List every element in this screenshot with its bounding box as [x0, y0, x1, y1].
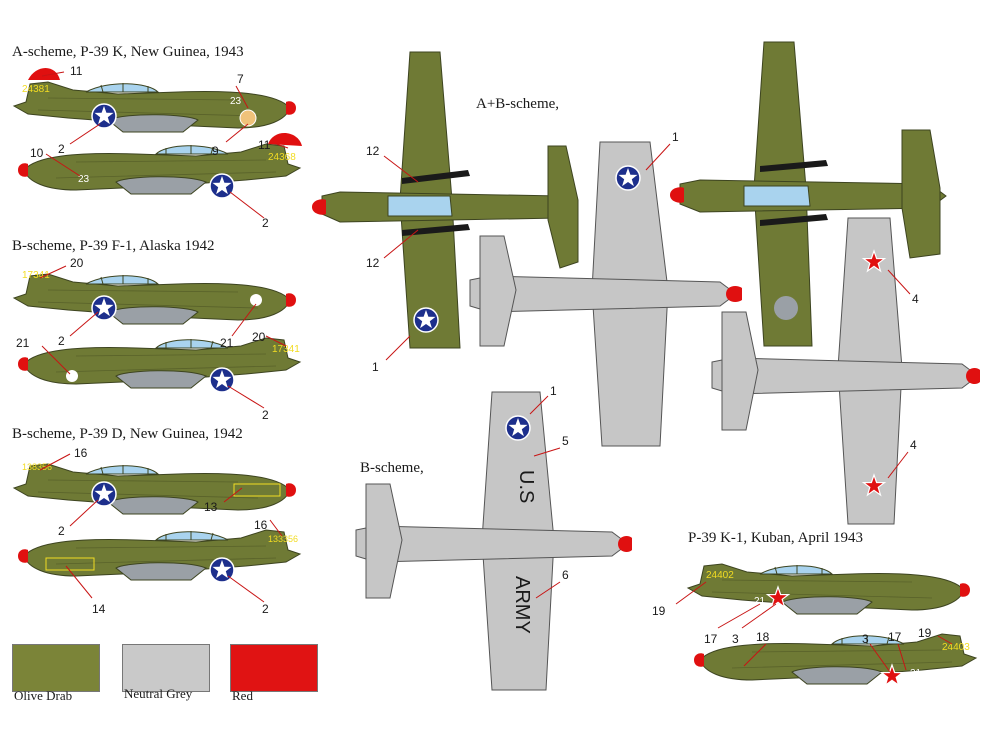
wing-letters-army: ARMY [511, 576, 533, 634]
callout-19: 19 [652, 604, 666, 618]
heading-p39k1-kuban: P-39 K-1, Kuban, April 1943 [688, 530, 863, 546]
heading-b-scheme-p39d: B-scheme, P-39 D, New Guinea, 1942 [12, 426, 243, 442]
heading-b-scheme-plan: B-scheme, [360, 460, 424, 476]
callout-19b: 19 [918, 626, 932, 640]
callout-20b: 20 [252, 330, 266, 344]
callout-18: 18 [756, 630, 770, 644]
nose-number-k1: 21 [754, 596, 766, 607]
callout-3b: 3 [862, 632, 869, 646]
callout-1c: 1 [550, 384, 557, 398]
callout-14: 14 [92, 602, 106, 616]
planview-grey-under-b [355, 391, 632, 691]
callout-3: 3 [732, 632, 739, 646]
profile-p39k-starboard [17, 132, 302, 195]
serial-f1-bottom: 17341 [272, 344, 300, 355]
callout-16b: 16 [254, 518, 268, 532]
swatch-red [230, 644, 318, 692]
polar-bear-icon [250, 294, 262, 306]
callout-2e: 2 [58, 524, 65, 538]
callout-2d: 2 [262, 408, 269, 422]
stencil-box [45, 557, 95, 571]
serial-d-top: 138356 [22, 462, 52, 472]
callout-2: 2 [58, 142, 65, 156]
serial-f1-top: 17341 [22, 270, 50, 281]
callout-11b: 11 [258, 138, 271, 152]
callout-16: 16 [74, 446, 88, 460]
callout-1: 1 [372, 360, 379, 374]
heading-ab-scheme-plan: A+B-scheme, [476, 96, 560, 112]
nose-number-k: 23 [230, 96, 242, 107]
nose-number-k1-2: 21 [910, 668, 922, 679]
roundel-icon [209, 173, 235, 199]
planview-olive-top-right [670, 41, 947, 347]
nose-art-icon [239, 109, 257, 127]
swatch-olive-drab [12, 644, 100, 692]
planview-grey-under-ab [469, 141, 742, 447]
wing-letters-us: U.S [515, 470, 537, 503]
serial-k-bottom: 24368 [268, 152, 296, 163]
nose-number-k-2: 23 [78, 174, 90, 185]
roundel-icon [209, 557, 235, 583]
legend-label-neutral-grey: Neutral Grey [124, 686, 193, 701]
callout-2c: 2 [58, 334, 65, 348]
planview-olive-top [312, 51, 579, 349]
callout-6: 6 [562, 568, 569, 582]
serial-k-top: 24381 [22, 84, 50, 95]
heading-a-scheme-p39k: A-scheme, P-39 K, New Guinea, 1943 [12, 44, 244, 60]
profile-p39d-port [13, 463, 297, 515]
callout-17b: 17 [888, 630, 902, 644]
callout-9: 9 [212, 144, 219, 158]
roundel-icon [91, 295, 117, 321]
callout-2b: 2 [262, 216, 269, 230]
callout-lines [39, 71, 953, 673]
stencil-box [233, 483, 281, 497]
serial-k1-bottom: 24403 [942, 642, 970, 653]
callout-20: 20 [70, 256, 84, 270]
callout-17: 17 [704, 632, 718, 646]
callout-4b: 4 [910, 438, 917, 452]
callout-12b: 12 [366, 256, 380, 270]
planview-grey-under-right [711, 217, 980, 525]
roundel-icon [91, 103, 117, 129]
profile-p39k-port [13, 68, 297, 133]
callout-7: 7 [237, 72, 244, 86]
callout-5: 5 [562, 434, 569, 448]
roundel-icon [209, 367, 235, 393]
callout-21: 21 [220, 336, 234, 350]
callout-10: 10 [30, 146, 44, 160]
callout-2f: 2 [262, 602, 269, 616]
legend-label-red: Red [232, 688, 253, 703]
callout-21b: 21 [16, 336, 30, 350]
swatch-neutral-grey [122, 644, 210, 692]
callout-13: 13 [204, 500, 218, 514]
serial-d-bottom: 133356 [268, 534, 298, 544]
callout-4: 4 [912, 292, 919, 306]
serial-k1-top: 24402 [706, 570, 734, 581]
callout-1b: 1 [672, 130, 679, 144]
legend-label-olive-drab: Olive Drab [14, 688, 73, 703]
callout-12: 12 [366, 144, 380, 158]
callout-11: 11 [70, 64, 83, 78]
heading-b-scheme-p39f1: B-scheme, P-39 F-1, Alaska 1942 [12, 238, 215, 254]
